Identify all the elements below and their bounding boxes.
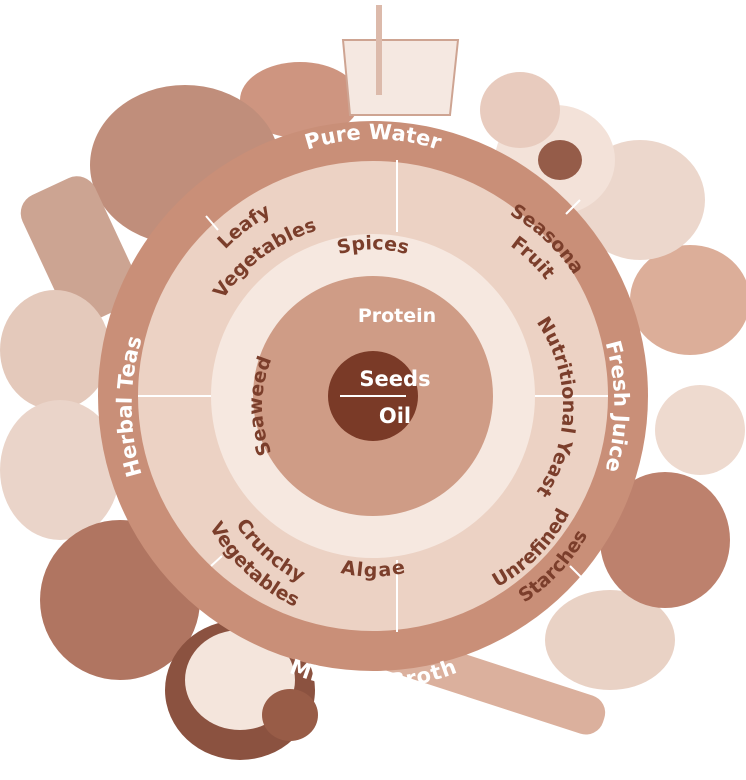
spinach-image xyxy=(0,290,110,410)
water-glass-image xyxy=(343,40,458,115)
core-label: Protein xyxy=(358,305,436,327)
center-label-top: Seeds xyxy=(359,367,430,391)
inner-label-bottom: Algae xyxy=(339,556,406,582)
garlic-image xyxy=(655,385,745,475)
cantaloupe-image xyxy=(630,245,746,355)
center-label-bottom: Oil xyxy=(379,404,411,428)
nectarine-image xyxy=(480,72,560,148)
water-pour-image xyxy=(376,5,382,95)
inner-label-bottom-text: Algae xyxy=(339,556,406,582)
hazelnut-image xyxy=(262,689,318,741)
peach-pit-image xyxy=(538,140,582,180)
